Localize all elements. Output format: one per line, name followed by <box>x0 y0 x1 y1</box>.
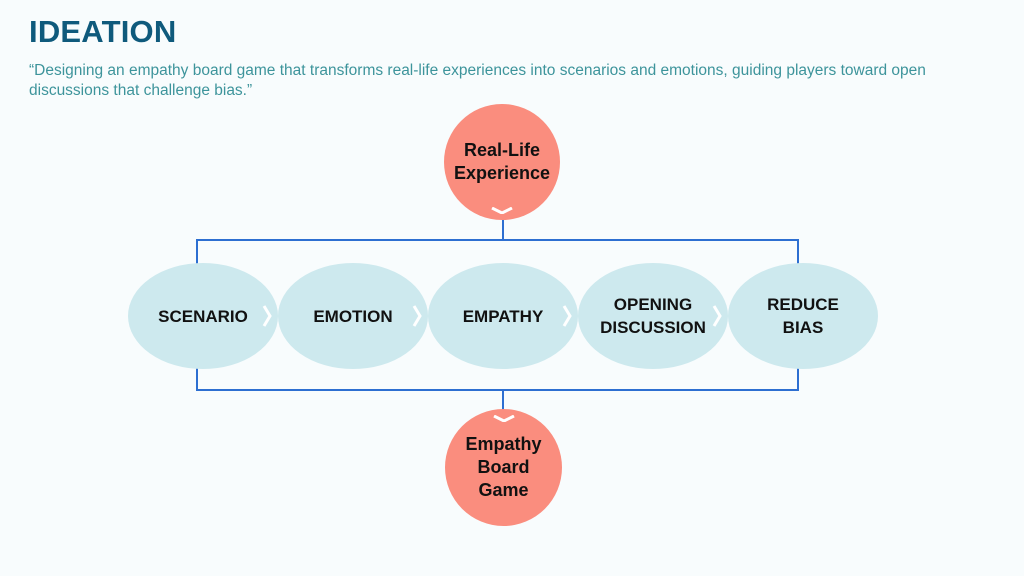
step-reduce-bias: REDUCE BIAS <box>728 263 878 369</box>
node-label-line: Empathy <box>465 434 542 454</box>
step-label: SCENARIO <box>158 306 248 326</box>
step-scenario: SCENARIO <box>128 263 278 369</box>
step-label: REDUCE <box>767 295 839 314</box>
chevron-down-icon <box>492 415 515 422</box>
step-emotion: EMOTION <box>278 263 428 369</box>
step-empathy: EMPATHY <box>428 263 578 369</box>
step-label: EMPATHY <box>462 306 544 326</box>
bottom-bracket-line <box>196 356 799 391</box>
chevron-right-icon <box>562 305 572 327</box>
chevron-right-icon <box>712 305 722 327</box>
step-label: EMOTION <box>313 306 393 326</box>
step-label: OPENING <box>613 295 693 314</box>
step-opening-discussion: OPENING DISCUSSION <box>578 263 728 369</box>
step-label: BIAS <box>782 318 824 337</box>
node-label-line: Experience <box>453 163 551 183</box>
chevron-down-icon <box>491 207 513 214</box>
chevron-right-icon <box>262 305 272 327</box>
page-title: IDEATION <box>29 14 177 49</box>
node-label-line: Game <box>478 480 529 500</box>
step-label: DISCUSSION <box>600 318 706 337</box>
node-label-line: Real-Life <box>463 140 541 160</box>
page-subtitle: “Designing an empathy board game that tr… <box>29 62 926 99</box>
empathy-board-game-node: Empathy Board Game <box>445 409 562 526</box>
real-life-experience-node: Real-Life Experience <box>444 104 560 220</box>
top-bracket-line <box>196 239 799 276</box>
node-label-line: Board <box>477 457 530 477</box>
chevron-right-icon <box>412 305 422 327</box>
